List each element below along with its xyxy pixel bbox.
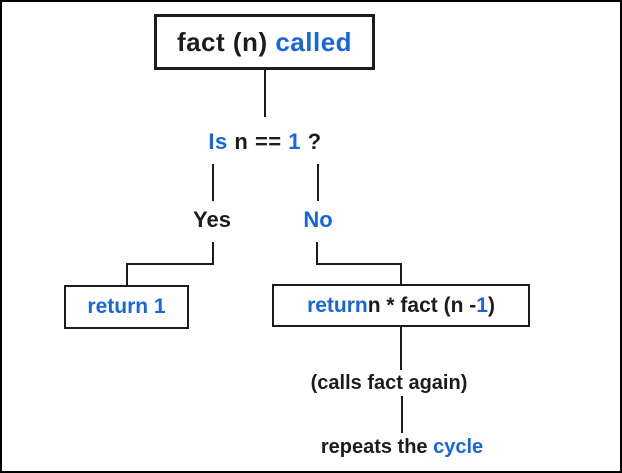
decision-middle: n == <box>234 129 282 154</box>
connector-box-to-calls-note <box>400 327 402 370</box>
connector-no-upper <box>317 164 319 201</box>
connector-yes-upper <box>212 164 214 201</box>
connector-no-elbow-stem <box>316 242 318 265</box>
connector-no-elbow-horizontal <box>316 263 402 265</box>
note-repeats-the-cycle: repeats the cycle <box>299 436 505 459</box>
repeats-prefix: repeats the <box>320 436 428 458</box>
connector-yes-elbow-drop <box>126 263 128 285</box>
branch-label-no: No <box>303 207 333 232</box>
connector-yes-elbow-horizontal <box>126 263 214 265</box>
repeats-highlight: cycle <box>433 436 484 458</box>
return-recursive-box: return n * fact (n - 1) <box>272 284 530 327</box>
recursive-middle: n * fact (n - <box>367 293 477 317</box>
note-calls-fact-again: (calls fact again) <box>310 372 468 394</box>
decision-is-n-equals-1: Is n == 1 ? <box>162 129 368 155</box>
recursive-value: 1 <box>476 293 488 317</box>
branch-label-yes: Yes <box>193 207 231 232</box>
connector-calls-to-repeats <box>401 396 403 433</box>
return-1-box: return 1 <box>64 285 189 329</box>
title-fact-n: fact (n) <box>176 26 268 57</box>
title-box-fact-called: fact (n) called <box>154 14 375 70</box>
connector-title-to-decision <box>264 70 266 117</box>
connector-yes-elbow-stem <box>212 242 214 265</box>
title-called: called <box>275 26 353 57</box>
decision-qmark: ? <box>307 129 322 154</box>
return-word: return <box>307 293 368 317</box>
connector-no-elbow-drop <box>400 263 402 284</box>
return-1-label: return 1 <box>87 295 166 318</box>
decision-is-word: Is <box>208 129 228 154</box>
decision-value: 1 <box>288 129 302 154</box>
recursive-close-paren: ) <box>487 293 495 317</box>
